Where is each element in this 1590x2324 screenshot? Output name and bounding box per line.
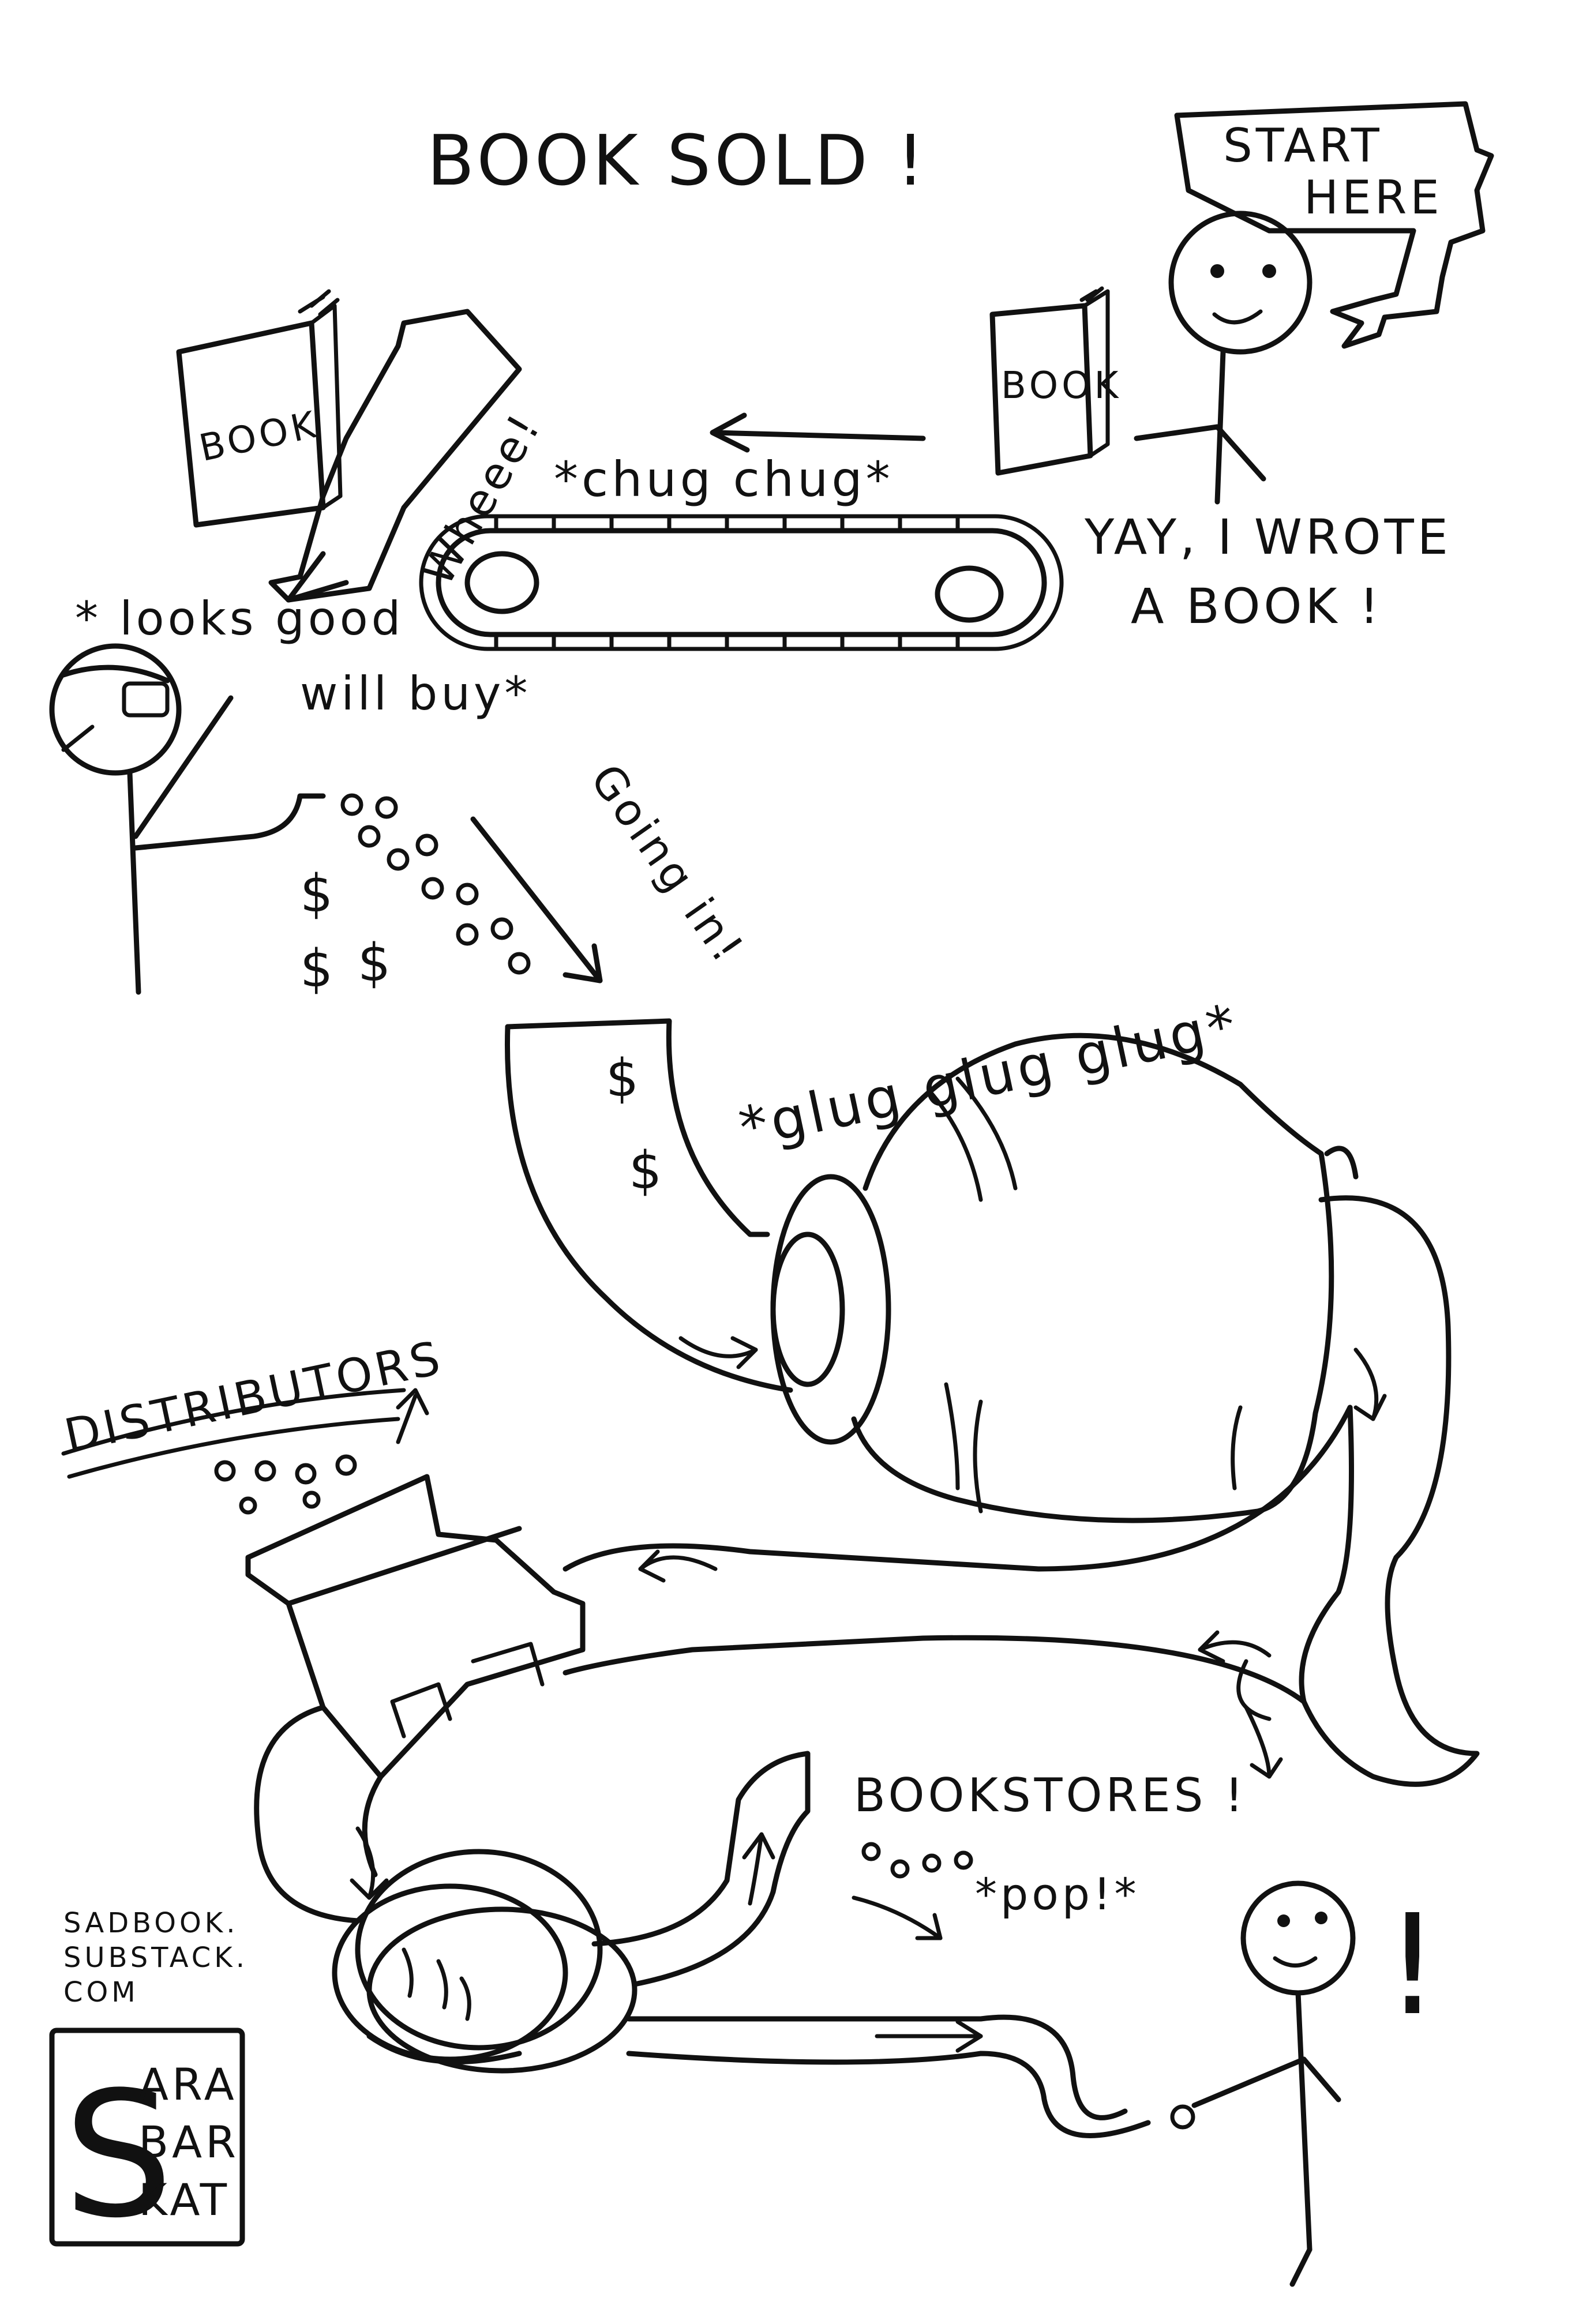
- signature-initial: S: [63, 2055, 177, 2256]
- author-to-conveyor-arrow: [710, 412, 926, 453]
- pipe-system: [504, 1018, 1480, 1787]
- dollar-sign-2: $: [300, 938, 336, 999]
- tangled-knot: [254, 1704, 638, 2074]
- conveyor-sound: *chug chug*: [554, 451, 894, 508]
- conveyor-belt: [419, 514, 1064, 651]
- author-book: BOOK: [989, 286, 1122, 476]
- pipe-dollar-1: $: [606, 1048, 642, 1109]
- buyer-thought-line2: will buy*: [300, 667, 531, 720]
- bookstore-pipes: [591, 1751, 1195, 2138]
- signature-box: S ARA BAR KAT: [49, 2028, 245, 2256]
- bookstores-label: BOOKSTORES !: [854, 1769, 1247, 1822]
- pipe-sound: *glug glug glug*: [734, 992, 1244, 1161]
- pipe-dollar-2: $: [629, 1140, 665, 1201]
- falling-book-label: BOOK: [196, 403, 322, 470]
- signature-line2: BAR: [138, 2116, 239, 2168]
- flow-arrows: [638, 1336, 1387, 1779]
- distributors-underline-1: [61, 1388, 406, 1456]
- author-speech-line2: A BOOK !: [1131, 578, 1382, 634]
- distributors-box: [214, 1388, 586, 1779]
- buyer-figure: [49, 643, 326, 995]
- website-line1: SADBOOK.: [63, 1907, 239, 1939]
- author-speech-line1: YAY, I WROTE: [1084, 509, 1452, 565]
- going-in-arrow: Going in!: [470, 755, 755, 983]
- buyer-thought-line1: * looks good: [75, 592, 404, 645]
- signature-line1: ARA: [138, 2059, 238, 2110]
- dollar-sign-1: $: [300, 863, 336, 924]
- website-line3: COM: [63, 1976, 139, 2008]
- bookstore-coins: [852, 1842, 973, 1940]
- falling-book: BOOK: [176, 289, 343, 528]
- distributors-label: DISTRIBUTORS: [60, 1331, 448, 1463]
- author-figure: [1134, 211, 1312, 505]
- distributors-underline-2: [67, 1417, 400, 1479]
- start-sign-line2: HERE: [1304, 171, 1443, 224]
- start-sign-line1: START: [1223, 119, 1383, 172]
- start-here-sign: START HERE: [1174, 101, 1494, 349]
- website-line2: SUBSTACK.: [63, 1942, 248, 1974]
- going-in-label: Going in!: [580, 755, 755, 974]
- author-book-label: BOOK: [1001, 365, 1122, 407]
- signature-line3: KAT: [138, 2174, 230, 2225]
- money-coins: [340, 793, 531, 975]
- reader-figure: [1191, 1880, 1356, 2287]
- surprise-mark: !: [1385, 1884, 1443, 2046]
- dollar-sign-3: $: [358, 933, 394, 993]
- comic-title: BOOK SOLD !: [427, 121, 928, 201]
- pop-sound: *pop!*: [975, 1868, 1139, 1920]
